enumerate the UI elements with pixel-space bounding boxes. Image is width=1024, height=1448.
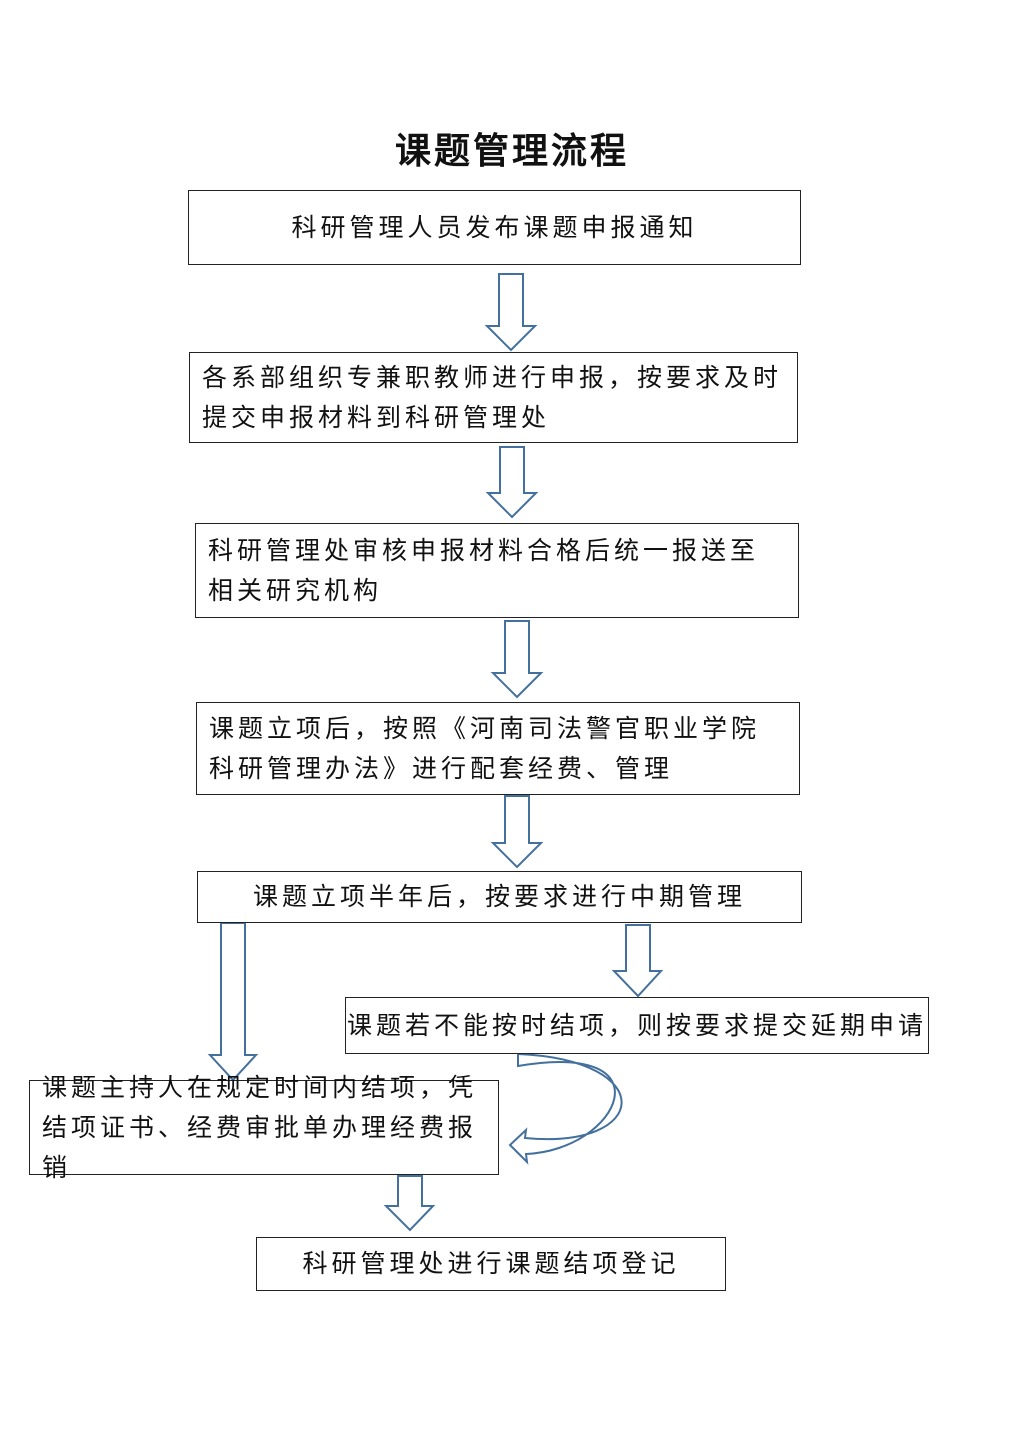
down-arrow-1-2 xyxy=(484,273,538,352)
step-4-text: 课题立项后，按照《河南司法警官职业学院科研管理办法》进行配套经费、管理 xyxy=(209,713,761,783)
down-arrow-3-4 xyxy=(490,620,544,699)
down-arrow-5-6 xyxy=(611,924,664,998)
down-arrow-5-7 xyxy=(207,922,259,1082)
step-5-text: 课题立项半年后，按要求进行中期管理 xyxy=(252,882,746,911)
step-6-box: 课题若不能按时结项，则按要求提交延期申请 xyxy=(345,997,929,1054)
step-5-box: 课题立项半年后，按要求进行中期管理 xyxy=(197,871,802,923)
down-arrow-2-3 xyxy=(485,446,539,519)
step-8-text: 科研管理处进行课题结项登记 xyxy=(302,1249,680,1278)
step-6-text: 课题若不能按时结项，则按要求提交延期申请 xyxy=(347,1010,928,1040)
step-7-box: 课题主持人在规定时间内结项，凭结项证书、经费审批单办理经费报销 xyxy=(29,1073,499,1182)
down-arrow-7-8 xyxy=(383,1175,436,1232)
curved-arrow-6-7 xyxy=(508,1052,623,1165)
step-1-box: 科研管理人员发布课题申报通知 xyxy=(188,190,801,265)
step-1-text: 科研管理人员发布课题申报通知 xyxy=(291,212,698,242)
step-8-box: 科研管理处进行课题结项登记 xyxy=(256,1237,726,1291)
step-4-box: 课题立项后，按照《河南司法警官职业学院科研管理办法》进行配套经费、管理 xyxy=(196,702,800,795)
page-title: 课题管理流程 xyxy=(394,130,629,172)
step-2-text: 各系部组织专兼职教师进行申报，按要求及时提交申报材料到科研管理处 xyxy=(202,362,783,432)
step-3-text: 科研管理处审核申报材料合格后统一报送至相关研究机构 xyxy=(208,535,760,605)
step-3-box: 科研管理处审核申报材料合格后统一报送至相关研究机构 xyxy=(195,523,799,618)
down-arrow-4-5 xyxy=(490,795,544,869)
step-2-box: 各系部组织专兼职教师进行申报，按要求及时提交申报材料到科研管理处 xyxy=(189,352,798,443)
step-7-text: 课题主持人在规定时间内结项，凭结项证书、经费审批单办理经费报销 xyxy=(42,1072,478,1182)
